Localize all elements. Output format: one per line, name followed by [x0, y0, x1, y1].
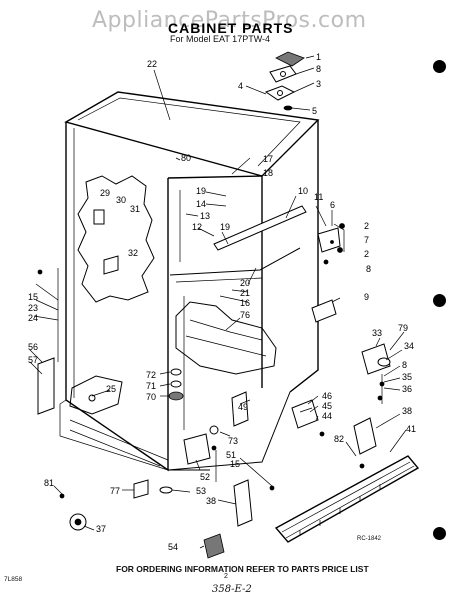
callout: 15 — [230, 459, 240, 469]
callout: 54 — [168, 542, 178, 552]
callout: 11 — [314, 192, 323, 202]
hinge-cover-54 — [203, 533, 225, 559]
callout: 38 — [402, 406, 412, 416]
callout: 79 — [398, 323, 408, 333]
callout: 10 — [298, 186, 308, 196]
hinge-33 — [361, 343, 391, 375]
callout: 15 — [28, 292, 38, 302]
ordering-info-footer: FOR ORDERING INFORMATION REFER TO PARTS … — [116, 564, 369, 574]
callout: 41 — [406, 424, 416, 434]
callout: 72 — [146, 370, 156, 380]
callout: 19 — [196, 186, 206, 196]
bottom-hinge-38 — [233, 479, 253, 527]
handwritten-note: 358-E-2 — [212, 584, 252, 595]
binder-hole-middle — [433, 294, 446, 307]
callout: 33 — [372, 328, 382, 338]
callout: 24 — [28, 313, 38, 323]
rail-and-hinge — [213, 205, 345, 253]
callout: 37 — [96, 524, 106, 534]
callout: 4 — [238, 81, 243, 91]
plate-46 — [291, 399, 319, 429]
document-code: 7L858 — [4, 576, 23, 583]
callout: 22 — [147, 59, 157, 69]
callout: 14 — [196, 199, 206, 209]
callout: 30 — [116, 195, 126, 205]
callout: 21 — [240, 288, 250, 298]
leveler-bracket-52 — [183, 433, 211, 465]
foot-77 — [133, 479, 149, 499]
binder-hole-top — [433, 60, 446, 73]
binder-hole-bottom — [433, 527, 446, 540]
callout: 73 — [228, 436, 238, 446]
bracket-56 — [37, 357, 55, 415]
callout: 81 — [44, 478, 54, 488]
watermark: AppliancePartsPros.com — [92, 8, 367, 33]
callout: 8 — [316, 64, 321, 74]
callout: 25 — [106, 384, 116, 394]
callout-labels: 1 8 3 4 5 22 80 17 18 19 14 13 10 11 6 2… — [28, 52, 416, 552]
bracket-38-right — [353, 417, 377, 455]
leader-lines — [29, 55, 407, 549]
diagram-title: CABINET PARTS — [168, 20, 294, 36]
callout: 9 — [364, 292, 369, 302]
callout: 49 — [238, 402, 248, 412]
callout: 19 — [220, 222, 230, 232]
screw-81 — [59, 493, 65, 499]
callout: 13 — [200, 211, 210, 221]
callout: 31 — [130, 204, 140, 214]
cabinet-shell — [59, 91, 320, 472]
callout: 1 — [316, 52, 321, 62]
figure-id: RC-1842 — [357, 536, 382, 542]
callout: 2 — [364, 249, 369, 259]
callout: 17 — [263, 154, 273, 164]
callout: 7 — [364, 235, 369, 245]
callout: 23 — [28, 303, 38, 313]
callout: 45 — [322, 401, 332, 411]
callout: 46 — [322, 391, 332, 401]
callout: 70 — [146, 392, 156, 402]
callout: 35 — [402, 372, 412, 382]
callout: 6 — [330, 200, 335, 210]
toe-grille — [274, 455, 420, 543]
top-hinge-assembly — [264, 51, 305, 111]
callout: 12 — [192, 222, 202, 232]
callout: 51 — [226, 450, 236, 460]
screws-right — [37, 223, 383, 491]
callout: 82 — [334, 434, 344, 444]
callout: 44 — [322, 411, 332, 421]
callout: 80 — [181, 153, 191, 163]
callout: 71 — [146, 381, 156, 391]
callout: 57 — [28, 355, 38, 365]
crisper-bottom — [175, 301, 277, 375]
callout: 52 — [200, 472, 210, 482]
callout: 34 — [404, 341, 414, 351]
clip-30 — [93, 209, 105, 225]
callout: 77 — [110, 486, 120, 496]
insulation-panel — [77, 175, 155, 303]
drain-pan-25 — [69, 375, 123, 415]
callout: 76 — [240, 310, 250, 320]
page-number: 2 — [224, 573, 228, 580]
callout: 3 — [316, 79, 321, 89]
callout: 20 — [240, 278, 250, 288]
callout: 29 — [100, 188, 110, 198]
callout: 32 — [128, 248, 138, 258]
callout: 56 — [28, 342, 38, 352]
model-subtitle: For Model EAT 17PTW-4 — [170, 34, 271, 44]
callout: 16 — [240, 298, 250, 308]
callout: 53 — [196, 486, 206, 496]
callout: 2 — [364, 221, 369, 231]
callout: 5 — [312, 106, 317, 116]
callout: 18 — [263, 168, 273, 178]
callout: 38 — [206, 496, 216, 506]
callout: 8 — [402, 360, 407, 370]
screw-53 — [159, 486, 173, 494]
callout: 8 — [366, 264, 371, 274]
bracket-9 — [311, 299, 337, 323]
clip-32 — [103, 255, 119, 275]
callout: 36 — [402, 384, 412, 394]
bracket-49 — [231, 391, 249, 427]
